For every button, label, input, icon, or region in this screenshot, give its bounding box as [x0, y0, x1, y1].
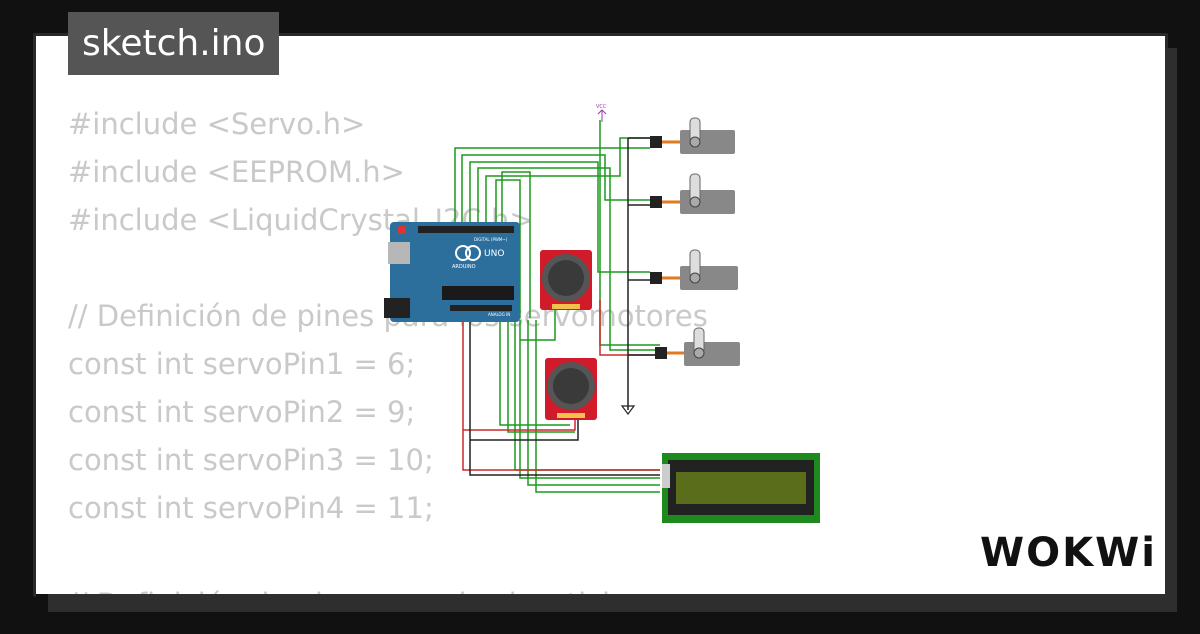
vcc-icon: VCC — [596, 104, 607, 122]
ground-icon — [620, 405, 636, 415]
joystick-2[interactable] — [545, 358, 597, 420]
wokwi-logo: WOKWi — [980, 530, 1157, 576]
code-line: #include <Servo.h> — [68, 107, 366, 141]
servo-2[interactable] — [650, 173, 735, 214]
black-wires — [469, 137, 660, 476]
code-line: const int servoPin3 = 10; — [68, 443, 434, 477]
servo-4[interactable] — [655, 327, 740, 366]
arduino-analog-label: ANALOG IN — [488, 312, 510, 317]
vcc-label: VCC — [596, 104, 607, 110]
arduino-header-label: DIGITAL (PWM~) — [474, 237, 508, 242]
arduino-uno[interactable]: UNO ARDUINO DIGITAL (PWM~) ANALOG IN — [384, 222, 520, 322]
file-tab[interactable]: sketch.ino — [68, 12, 280, 75]
arduino-logo-icon — [455, 245, 471, 261]
arduino-brand-label: ARDUINO — [452, 264, 476, 270]
code-line: // Definición de pines para los servomot… — [68, 299, 708, 333]
joystick-1[interactable] — [540, 250, 592, 310]
card-shadow-bottom-overlay — [48, 594, 1177, 612]
code-line: const int servoPin1 = 6; — [68, 347, 416, 381]
servo-3[interactable] — [650, 249, 738, 290]
code-line: const int servoPin4 = 11; — [68, 491, 434, 525]
lcd-1602[interactable] — [662, 453, 820, 523]
card-shadow-right — [1165, 48, 1177, 612]
servo-1[interactable] — [650, 117, 735, 154]
code-line: const int servoPin2 = 9; — [68, 395, 416, 429]
code-line: #include <EEPROM.h> — [68, 155, 405, 189]
arduino-model-label: UNO — [484, 249, 504, 259]
